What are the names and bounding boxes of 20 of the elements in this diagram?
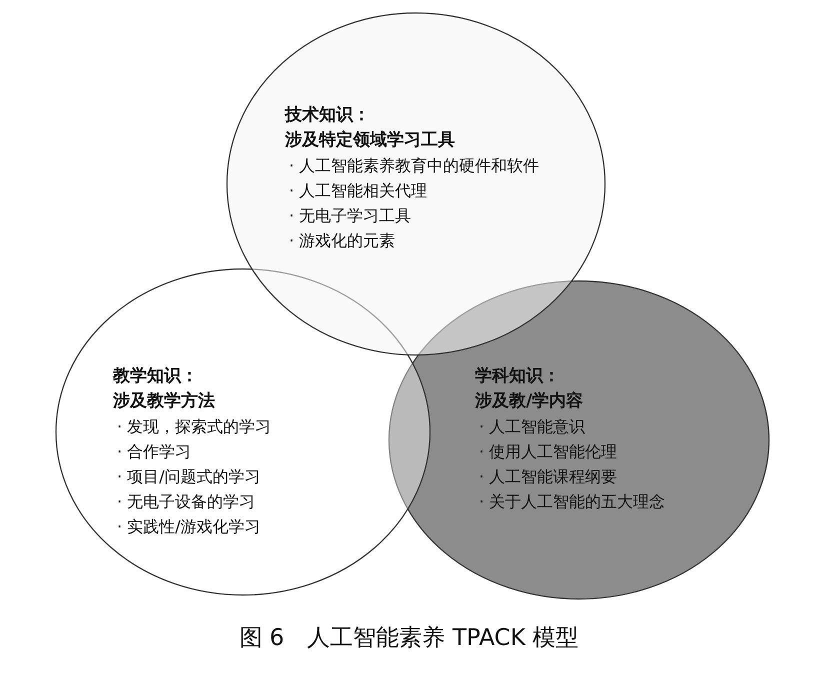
heading: 学科知识： [475, 365, 561, 388]
heading: 技术知识： [285, 104, 371, 127]
bullet-item: · 游戏化的元素 [288, 230, 396, 252]
subheading: 涉及特定领域学习工具 [285, 129, 456, 152]
subheading: 涉及教学方法 [113, 390, 216, 413]
bullet-item: · 发现，探索式的学习 [116, 416, 272, 438]
subheading: 涉及教/学内容 [475, 390, 584, 413]
bullet-item: · 使用人工智能伦理 [478, 441, 618, 463]
bullet-item: · 关于人工智能的五大理念 [478, 491, 666, 513]
bullet-item: · 项目/问题式的学习 [116, 466, 262, 488]
bullet-item: · 人工智能课程纲要 [478, 466, 618, 488]
bullet-item: · 无电子设备的学习 [116, 491, 256, 513]
bullet-item: · 无电子学习工具 [288, 205, 412, 227]
heading: 教学知识： [113, 365, 199, 388]
bullet-item: · 合作学习 [116, 441, 192, 463]
bullet-item: · 人工智能意识 [478, 416, 586, 438]
bullet-item: · 实践性/游戏化学习 [116, 516, 262, 538]
figure-caption: 图 6 人工智能素养 TPACK 模型 [239, 624, 579, 653]
bullet-item: · 人工智能素养教育中的硬件和软件 [288, 155, 540, 177]
bullet-item: · 人工智能相关代理 [288, 180, 428, 202]
